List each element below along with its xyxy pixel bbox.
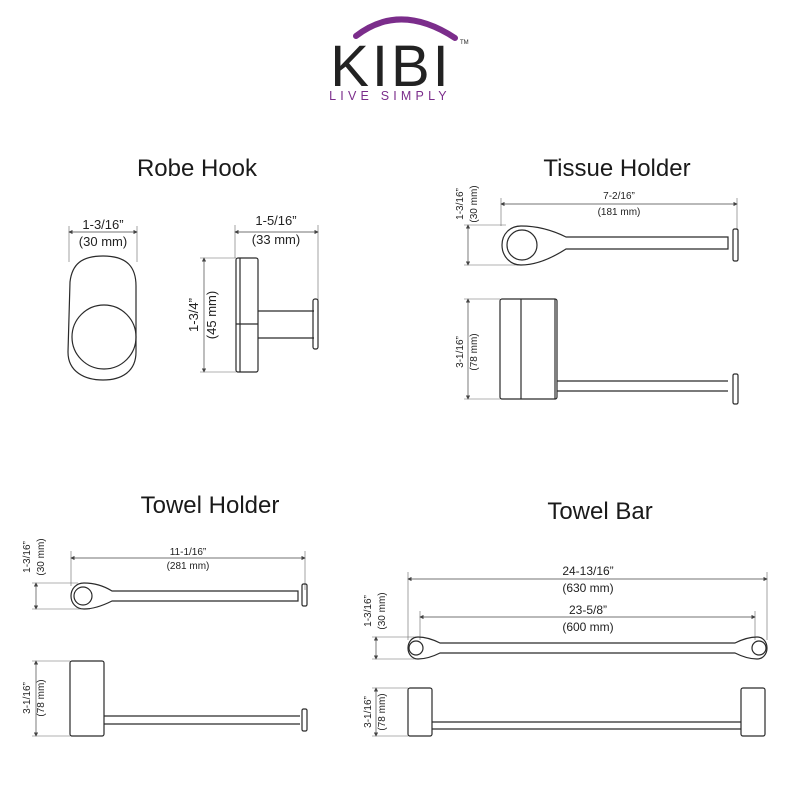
towel-holder-height-in: 3-1/16” bbox=[22, 682, 33, 714]
robe-hook-width-mm: (30 mm) bbox=[79, 234, 127, 249]
logo-tagline: LIVE SIMPLY bbox=[329, 89, 451, 103]
towel-bar-title: Towel Bar bbox=[547, 498, 652, 525]
tissue-holder-top-view bbox=[501, 225, 739, 266]
tissue-holder-section: Tissue Holder 7-2/16” (181 mm) 1-3/16” (… bbox=[455, 155, 739, 405]
logo-wordmark: KIBI bbox=[330, 34, 452, 99]
tissue-holder-length-mm: (181 mm) bbox=[598, 207, 641, 218]
tissue-holder-height-mm: (78 mm) bbox=[469, 333, 480, 370]
robe-hook-depth-mm: (33 mm) bbox=[252, 232, 300, 247]
towel-bar-front-view bbox=[407, 687, 766, 737]
towel-holder-top-view bbox=[70, 582, 308, 610]
towel-holder-section: Towel Holder 11-1/16” (281 mm) 1-3/16” (… bbox=[22, 492, 308, 737]
towel-bar-inner-in: 23-5/8” bbox=[569, 603, 607, 617]
towel-holder-length-in: 11-1/16” bbox=[170, 547, 207, 558]
tissue-holder-title: Tissue Holder bbox=[543, 155, 690, 182]
towel-holder-length-mm: (281 mm) bbox=[167, 561, 210, 572]
towel-bar-width-mm: (30 mm) bbox=[377, 592, 388, 629]
logo-arc bbox=[353, 16, 458, 41]
towel-bar-width-in: 1-3/16” bbox=[363, 595, 374, 627]
robe-hook-side-view bbox=[235, 257, 319, 373]
tissue-holder-width-mm: (30 mm) bbox=[469, 185, 480, 222]
towel-holder-width-in: 1-3/16” bbox=[22, 541, 33, 573]
robe-hook-width-in: 1-3/16” bbox=[82, 217, 123, 232]
towel-holder-height-mm: (78 mm) bbox=[36, 679, 47, 716]
brand-logo: KIBI TM LIVE SIMPLY bbox=[329, 16, 469, 103]
towel-bar-overall-mm: (630 mm) bbox=[562, 581, 613, 595]
tissue-holder-front-view bbox=[499, 298, 739, 405]
towel-bar-section: Towel Bar 24-13/16” (630 mm) 23-5/8” (60… bbox=[363, 498, 768, 737]
robe-hook-title: Robe Hook bbox=[137, 155, 258, 182]
towel-bar-height-mm: (78 mm) bbox=[377, 693, 388, 730]
towel-bar-height-in: 3-1/16” bbox=[363, 696, 374, 728]
robe-hook-section: Robe Hook 1-3/16” (30 mm) 1-5/16” (33 mm… bbox=[67, 155, 319, 381]
logo-trademark: TM bbox=[460, 40, 469, 46]
tissue-holder-width-in: 1-3/16” bbox=[455, 188, 466, 220]
robe-hook-depth-in: 1-5/16” bbox=[255, 213, 296, 228]
towel-holder-title: Towel Holder bbox=[141, 492, 280, 519]
robe-hook-front-view bbox=[67, 255, 137, 381]
towel-bar-overall-in: 24-13/16” bbox=[562, 564, 613, 578]
towel-bar-inner-mm: (600 mm) bbox=[562, 620, 613, 634]
towel-bar-top-view bbox=[407, 636, 768, 660]
towel-holder-front-view bbox=[69, 660, 308, 737]
robe-hook-height-mm: (45 mm) bbox=[204, 291, 219, 339]
tissue-holder-length-in: 7-2/16” bbox=[603, 191, 635, 202]
robe-hook-height-in: 1-3/4” bbox=[186, 298, 201, 332]
tissue-holder-height-in: 3-1/16” bbox=[455, 336, 466, 368]
towel-holder-width-mm: (30 mm) bbox=[36, 538, 47, 575]
